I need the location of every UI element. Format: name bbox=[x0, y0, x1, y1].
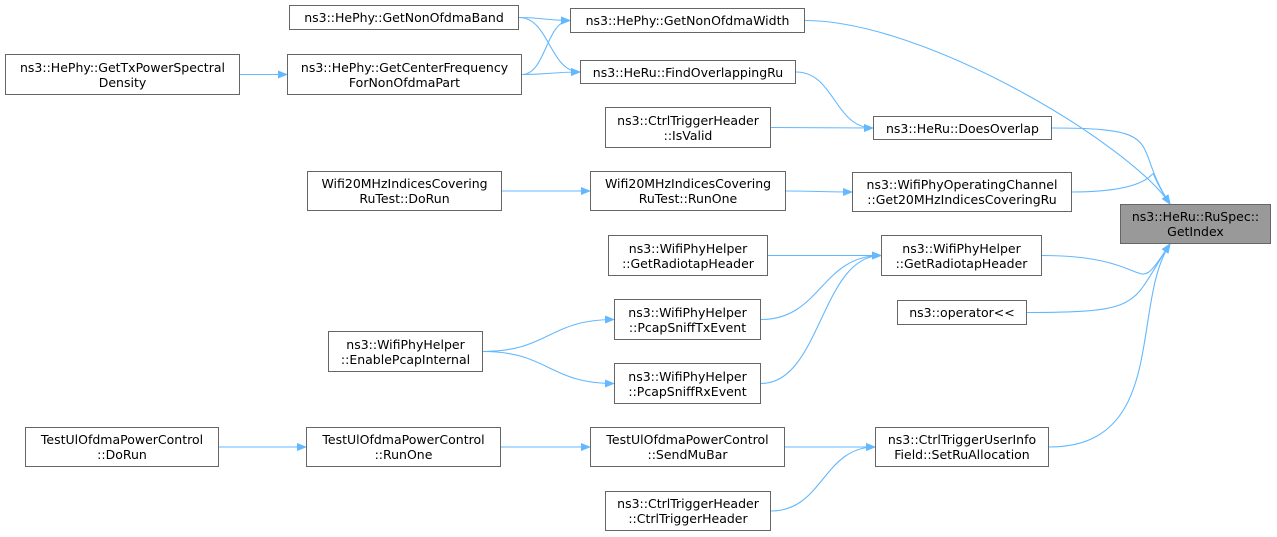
node-label-line: ns3::WifiPhyHelper bbox=[346, 336, 465, 352]
node-label-line: ns3::operator<< bbox=[909, 305, 1015, 320]
node-label-line: RuTest::RunOne bbox=[638, 191, 738, 206]
edge-pcaptx-to-radiotapheader bbox=[760, 251, 882, 321]
node-label-line: ns3::HePhy::GetNonOfdmaBand bbox=[304, 10, 504, 25]
node-label-line: ns3::WifiPhyHelper bbox=[902, 240, 1021, 256]
edge-enablepcap-to-pcaptx bbox=[482, 315, 615, 353]
edge-nonofdmawidth-to-getindex bbox=[804, 19, 1171, 205]
node-ctrlheader[interactable]: ns3::CtrlTriggerHeader::CtrlTriggerHeade… bbox=[605, 491, 771, 531]
node-label-line: ::Get20MHzIndicesCoveringRu bbox=[867, 192, 1057, 207]
node-label-line: ns3::HePhy::GetCenterFrequency bbox=[300, 59, 509, 75]
node-nonofdmaband[interactable]: ns3::HePhy::GetNonOfdmaBand bbox=[289, 5, 519, 30]
edge-setruallocation-to-getindex bbox=[1048, 243, 1171, 448]
edge-w20runone-to-get20mhz bbox=[785, 187, 853, 196]
node-label-line: TestUlOfdmaPowerControl bbox=[40, 432, 204, 447]
node-findoverlapping[interactable]: ns3::HeRu::FindOverlappingRu bbox=[580, 60, 796, 84]
node-label-line: ::SendMuBar bbox=[647, 447, 728, 462]
node-label-line: ::GetRadiotapHeader bbox=[895, 255, 1028, 271]
edge-findoverlapping-to-doesoverlap bbox=[795, 71, 874, 132]
node-label-line: ::IsValid bbox=[663, 127, 713, 143]
node-label-line: ForNonOfdmaPart bbox=[348, 74, 461, 90]
edge-isvalid-to-doesoverlap bbox=[770, 123, 874, 132]
node-operatorlshift[interactable]: ns3::operator<< bbox=[897, 300, 1027, 325]
node-label-line: ::RunOne bbox=[374, 447, 433, 462]
node-uldorun[interactable]: TestUlOfdmaPowerControl::DoRun bbox=[25, 427, 219, 467]
node-sendmubar[interactable]: TestUlOfdmaPowerControl::SendMuBar bbox=[590, 427, 785, 467]
node-label-line: ns3::WifiPhyOperatingChannel bbox=[866, 177, 1058, 192]
node-enablepcap[interactable]: ns3::WifiPhyHelper::EnablePcapInternal bbox=[328, 331, 483, 372]
node-label-line: Wifi20MHzIndicesCovering bbox=[321, 176, 488, 191]
node-label-line: ::PcapSniffRxEvent bbox=[628, 383, 747, 399]
node-label-line: ::PcapSniffTxEvent bbox=[628, 319, 747, 335]
node-label-line: ::CtrlTriggerHeader bbox=[628, 511, 748, 526]
edge-centerfreq-to-nonofdmawidth bbox=[521, 16, 571, 76]
node-ulrunone[interactable]: TestUlOfdmaPowerControl::RunOne bbox=[306, 427, 501, 467]
edge-pcaprx-to-radiotapheader bbox=[760, 251, 882, 385]
node-label-line: ns3::CtrlTriggerUserInfo bbox=[887, 432, 1037, 447]
node-label-line: ns3::HePhy::GetNonOfdmaWidth bbox=[585, 13, 790, 28]
node-label-line: ns3::HeRu::RuSpec:: bbox=[1131, 209, 1260, 224]
edge-centerfreq-to-findoverlapping bbox=[521, 68, 581, 77]
node-get20mhz[interactable]: ns3::WifiPhyOperatingChannel::Get20MHzIn… bbox=[852, 172, 1072, 212]
node-radiotapheader[interactable]: ns3::WifiPhyHelper::GetRadiotapHeader bbox=[881, 235, 1042, 276]
node-label-line: GetIndex bbox=[1167, 224, 1224, 239]
node-pcaptx[interactable]: ns3::WifiPhyHelper::PcapSniffTxEvent bbox=[614, 299, 761, 340]
node-getindex: ns3::HeRu::RuSpec::GetIndex bbox=[1120, 204, 1271, 244]
node-label-line: ns3::WifiPhyHelper bbox=[628, 304, 747, 320]
node-label-line: RuTest::DoRun bbox=[359, 191, 450, 206]
node-label-line: ns3::WifiPhyHelper bbox=[628, 240, 748, 256]
node-label-line: TestUlOfdmaPowerControl bbox=[606, 432, 769, 447]
edge-radiotapheader-to-getindex bbox=[1041, 243, 1171, 275]
node-radiotapheader2[interactable]: ns3::WifiPhyHelper::GetRadiotapHeader bbox=[608, 235, 768, 276]
node-label-line: ::GetRadiotapHeader bbox=[622, 255, 754, 271]
edge-enablepcap-to-pcaprx bbox=[482, 350, 615, 388]
node-label-line: Wifi20MHzIndicesCovering bbox=[604, 176, 772, 191]
node-nonofdmawidth[interactable]: ns3::HePhy::GetNonOfdmaWidth bbox=[570, 8, 805, 33]
node-label-line: ns3::HePhy::GetTxPowerSpectral bbox=[20, 59, 225, 75]
node-label-line: TestUlOfdmaPowerControl bbox=[322, 432, 485, 447]
node-label-line: Density bbox=[98, 74, 147, 90]
edge-operatorlshift-to-getindex bbox=[1026, 243, 1171, 314]
node-label-line: ::EnablePcapInternal bbox=[340, 351, 471, 367]
node-label-line: ::DoRun bbox=[97, 447, 147, 462]
node-label-line: ns3::HeRu::DoesOverlap bbox=[886, 120, 1039, 136]
edge-get20mhz-to-getindex bbox=[1071, 173, 1171, 205]
node-doesoverlap[interactable]: ns3::HeRu::DoesOverlap bbox=[873, 116, 1052, 140]
edge-ctrlheader-to-setruallocation bbox=[770, 443, 876, 512]
node-pcaprx[interactable]: ns3::WifiPhyHelper::PcapSniffRxEvent bbox=[614, 363, 761, 404]
node-label-line: ns3::WifiPhyHelper bbox=[628, 368, 747, 384]
node-label-line: ns3::CtrlTriggerHeader bbox=[617, 112, 759, 128]
node-label-line: ns3::CtrlTriggerHeader bbox=[617, 496, 759, 511]
node-label-line: Field::SetRuAllocation bbox=[894, 447, 1030, 462]
node-label-line: ns3::HeRu::FindOverlappingRu bbox=[592, 64, 784, 80]
node-isvalid[interactable]: ns3::CtrlTriggerHeader::IsValid bbox=[605, 107, 771, 148]
